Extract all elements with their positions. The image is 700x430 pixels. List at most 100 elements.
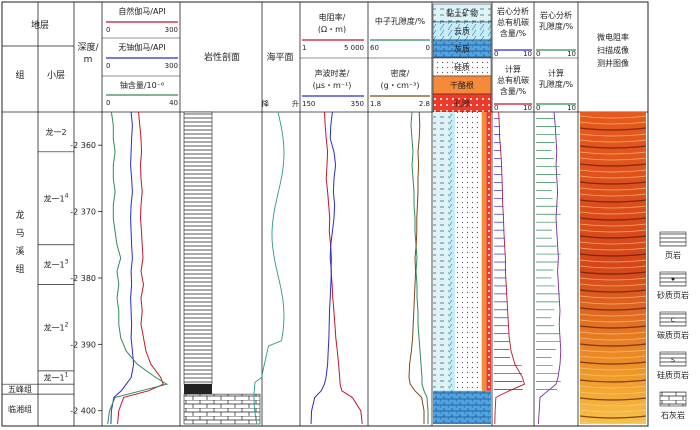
- fmi-bedding-stripe: [579, 163, 647, 167]
- toc-calc-label: 计算: [505, 64, 521, 74]
- mineral-limestone-band: [433, 390, 491, 424]
- fmi-label: 微电阻率: [597, 32, 629, 42]
- por-core-label: 岩心分析: [540, 10, 572, 20]
- log-curve-4: [310, 111, 337, 425]
- den-min: 1.8: [370, 100, 381, 108]
- fmi-bedding-stripe: [579, 157, 647, 161]
- mineral-legend-label: 云质: [454, 26, 470, 36]
- sublayer-label: 龙一13: [44, 259, 69, 270]
- header-strata: 地层: [31, 19, 49, 31]
- formation-label: 临湘组: [8, 404, 32, 414]
- fmi-bedding-stripe: [579, 361, 647, 365]
- header-sea-level: 海平面: [266, 51, 293, 63]
- fmi-bedding-stripe: [579, 301, 647, 305]
- fmi-bedding-stripe: [579, 349, 647, 353]
- fmi-bedding-stripe: [579, 229, 647, 233]
- toc-core-label: 总有机碳: [497, 17, 529, 27]
- log-curve-5: [410, 111, 429, 424]
- log-curve-2: [107, 111, 169, 425]
- legend-silica-mark: s: [671, 355, 675, 364]
- fmi-image-track: [579, 112, 647, 425]
- legend-swatch: [659, 391, 687, 407]
- ac-min: 150: [302, 100, 315, 108]
- fmi-bedding-stripe: [579, 265, 647, 269]
- fmi-bedding-stripe: [579, 151, 647, 155]
- fmi-bedding-stripe: [579, 313, 647, 317]
- sea-level-curve: [253, 111, 285, 425]
- legend-carbon-mark: c: [671, 315, 675, 324]
- legend-label: 碳质页岩: [657, 330, 689, 340]
- gr-min: 0: [106, 26, 110, 34]
- mineral-legend-label: 灰质: [454, 44, 470, 54]
- fmi-bedding-stripe: [579, 169, 647, 173]
- legend-label: 页岩: [665, 250, 681, 260]
- log-curve-3: [324, 111, 363, 425]
- sea-high-label: 升: [292, 99, 299, 108]
- rt-label: 电阻率/: [319, 12, 346, 22]
- fmi-bedding-stripe: [579, 367, 647, 371]
- formation-name-char: 龙: [15, 209, 24, 221]
- por-core-label: 孔隙度/%: [539, 21, 574, 31]
- fmi-bedding-stripe: [579, 415, 647, 419]
- lithology-black-shale: [184, 384, 212, 395]
- fmi-bedding-stripe: [579, 181, 647, 185]
- den-max: 2.8: [419, 100, 430, 108]
- kth-label: 无铀伽马/API: [118, 42, 165, 52]
- toc-calc-max: 10: [523, 104, 532, 112]
- fmi-bedding-stripe: [579, 325, 647, 329]
- u-max: 40: [169, 99, 178, 107]
- fmi-bedding-stripe: [579, 133, 647, 137]
- por-min: 0: [536, 50, 540, 58]
- fmi-bedding-stripe: [579, 217, 647, 221]
- depth-tick-label: -2 380: [70, 274, 96, 283]
- depth-tick-label: -2 360: [70, 141, 96, 150]
- fmi-bedding-stripe: [579, 145, 647, 149]
- por-calc-label: 孔隙度/%: [539, 79, 574, 89]
- toc-calc-min: 0: [494, 104, 498, 112]
- den-unit: (g・cm⁻³): [381, 81, 420, 90]
- sublayer-label: 龙一11: [44, 372, 69, 383]
- toc-calc-label: 总有机碳: [497, 75, 529, 85]
- fmi-bedding-stripe: [579, 253, 647, 257]
- depth-tick-label: -2 370: [70, 208, 96, 217]
- header-group: 组: [15, 69, 24, 81]
- sea-level-track: [253, 111, 285, 425]
- fmi-bedding-stripe: [579, 139, 647, 143]
- log-curve-1: [110, 111, 135, 425]
- toc-max: 10: [523, 50, 532, 58]
- formation-name-char: 溪: [15, 245, 24, 257]
- kth-min: 0: [106, 62, 110, 70]
- fmi-bedding-stripe: [579, 307, 647, 311]
- fmi-bedding-stripe: [579, 211, 647, 215]
- fmi-bedding-stripe: [579, 259, 647, 263]
- fmi-bedding-stripe: [579, 199, 647, 203]
- rt-min: 1: [302, 44, 306, 52]
- fmi-bedding-stripe: [579, 271, 647, 275]
- fmi-bedding-stripe: [579, 319, 647, 323]
- mineral-band: [449, 112, 456, 391]
- fmi-bedding-stripe: [579, 385, 647, 389]
- fmi-bedding-stripe: [579, 127, 647, 131]
- mineral-legend-label: 孔隙: [454, 98, 470, 108]
- fmi-bedding-stripe: [579, 235, 647, 239]
- toc-calc-label: 含量/%: [500, 86, 527, 96]
- header-depth: 深度/m: [77, 41, 99, 65]
- cnl-min: 60: [370, 44, 379, 52]
- fmi-bedding-stripe: [579, 223, 647, 227]
- sublayer-label: 龙一2: [45, 127, 66, 137]
- legend-label: 石灰岩: [661, 410, 685, 420]
- mineral-legend-label: 干酪根: [450, 80, 474, 90]
- fmi-bedding-stripe: [579, 241, 647, 245]
- lithology-column: [183, 111, 261, 425]
- porosity-track: [536, 111, 562, 425]
- fmi-bedding-stripe: [579, 187, 647, 191]
- mineral-legend-label: 硅质: [454, 62, 470, 72]
- ac-unit: (μs・m⁻¹): [313, 81, 352, 90]
- formation-label: 五峰组: [8, 384, 32, 394]
